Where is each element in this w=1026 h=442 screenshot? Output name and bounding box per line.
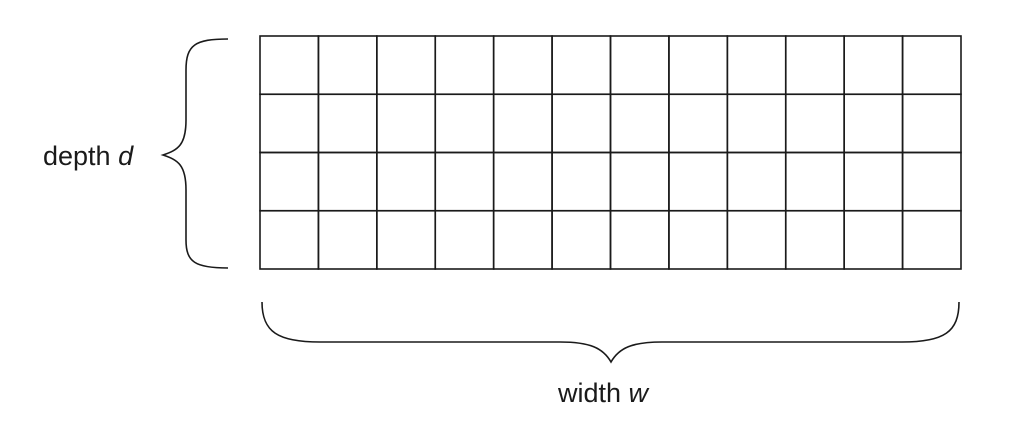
grid-cell	[609, 93, 670, 154]
grid-cell	[492, 35, 553, 96]
depth-label: depth d	[43, 141, 134, 171]
grid-cell	[609, 151, 670, 212]
grid-cell	[784, 151, 845, 212]
grid-cell	[784, 209, 845, 270]
grid-cell	[843, 151, 904, 212]
grid-cell	[901, 209, 962, 270]
depth-brace	[160, 38, 229, 269]
grid-cell	[843, 93, 904, 154]
grid-cell	[726, 151, 787, 212]
grid-cell	[259, 209, 320, 270]
grid-cell	[434, 209, 495, 270]
grid-cell	[551, 151, 612, 212]
grid-cell	[901, 93, 962, 154]
grid-cell	[376, 93, 437, 154]
depth-label-word: depth	[43, 141, 118, 171]
grid-cell	[668, 151, 729, 212]
grid-cell	[609, 209, 670, 270]
grid-cell	[259, 151, 320, 212]
grid-cell	[843, 209, 904, 270]
depth-label-variable: d	[118, 141, 134, 171]
grid-cell	[784, 35, 845, 96]
grid-cell	[434, 35, 495, 96]
grid-cell	[434, 93, 495, 154]
grid-cell	[492, 93, 553, 154]
grid-cell	[668, 93, 729, 154]
width-label: width w	[557, 378, 650, 408]
grid-cell	[901, 151, 962, 212]
grid-cell	[259, 35, 320, 96]
grid-cell	[726, 93, 787, 154]
width-brace	[261, 301, 960, 364]
grid-cell	[317, 35, 378, 96]
grid-cell	[317, 93, 378, 154]
grid-cell	[434, 151, 495, 212]
grid-cell	[843, 35, 904, 96]
grid-cell	[551, 93, 612, 154]
grid-cell	[726, 209, 787, 270]
grid-cell	[551, 209, 612, 270]
grid-cell	[376, 209, 437, 270]
grid-cell	[376, 35, 437, 96]
width-label-variable: w	[629, 378, 650, 408]
grid-cell	[317, 209, 378, 270]
grid-cell	[259, 93, 320, 154]
grid-cell	[726, 35, 787, 96]
grid-cell	[492, 209, 553, 270]
grid-cell	[668, 209, 729, 270]
grid-cell	[609, 35, 670, 96]
grid-cell	[376, 151, 437, 212]
grid-cell	[551, 35, 612, 96]
grid	[259, 35, 962, 270]
grid-cell	[784, 93, 845, 154]
grid-cell	[668, 35, 729, 96]
grid-cell	[492, 151, 553, 212]
grid-cell	[901, 35, 962, 96]
width-label-word: width	[557, 378, 629, 408]
grid-cell	[317, 151, 378, 212]
